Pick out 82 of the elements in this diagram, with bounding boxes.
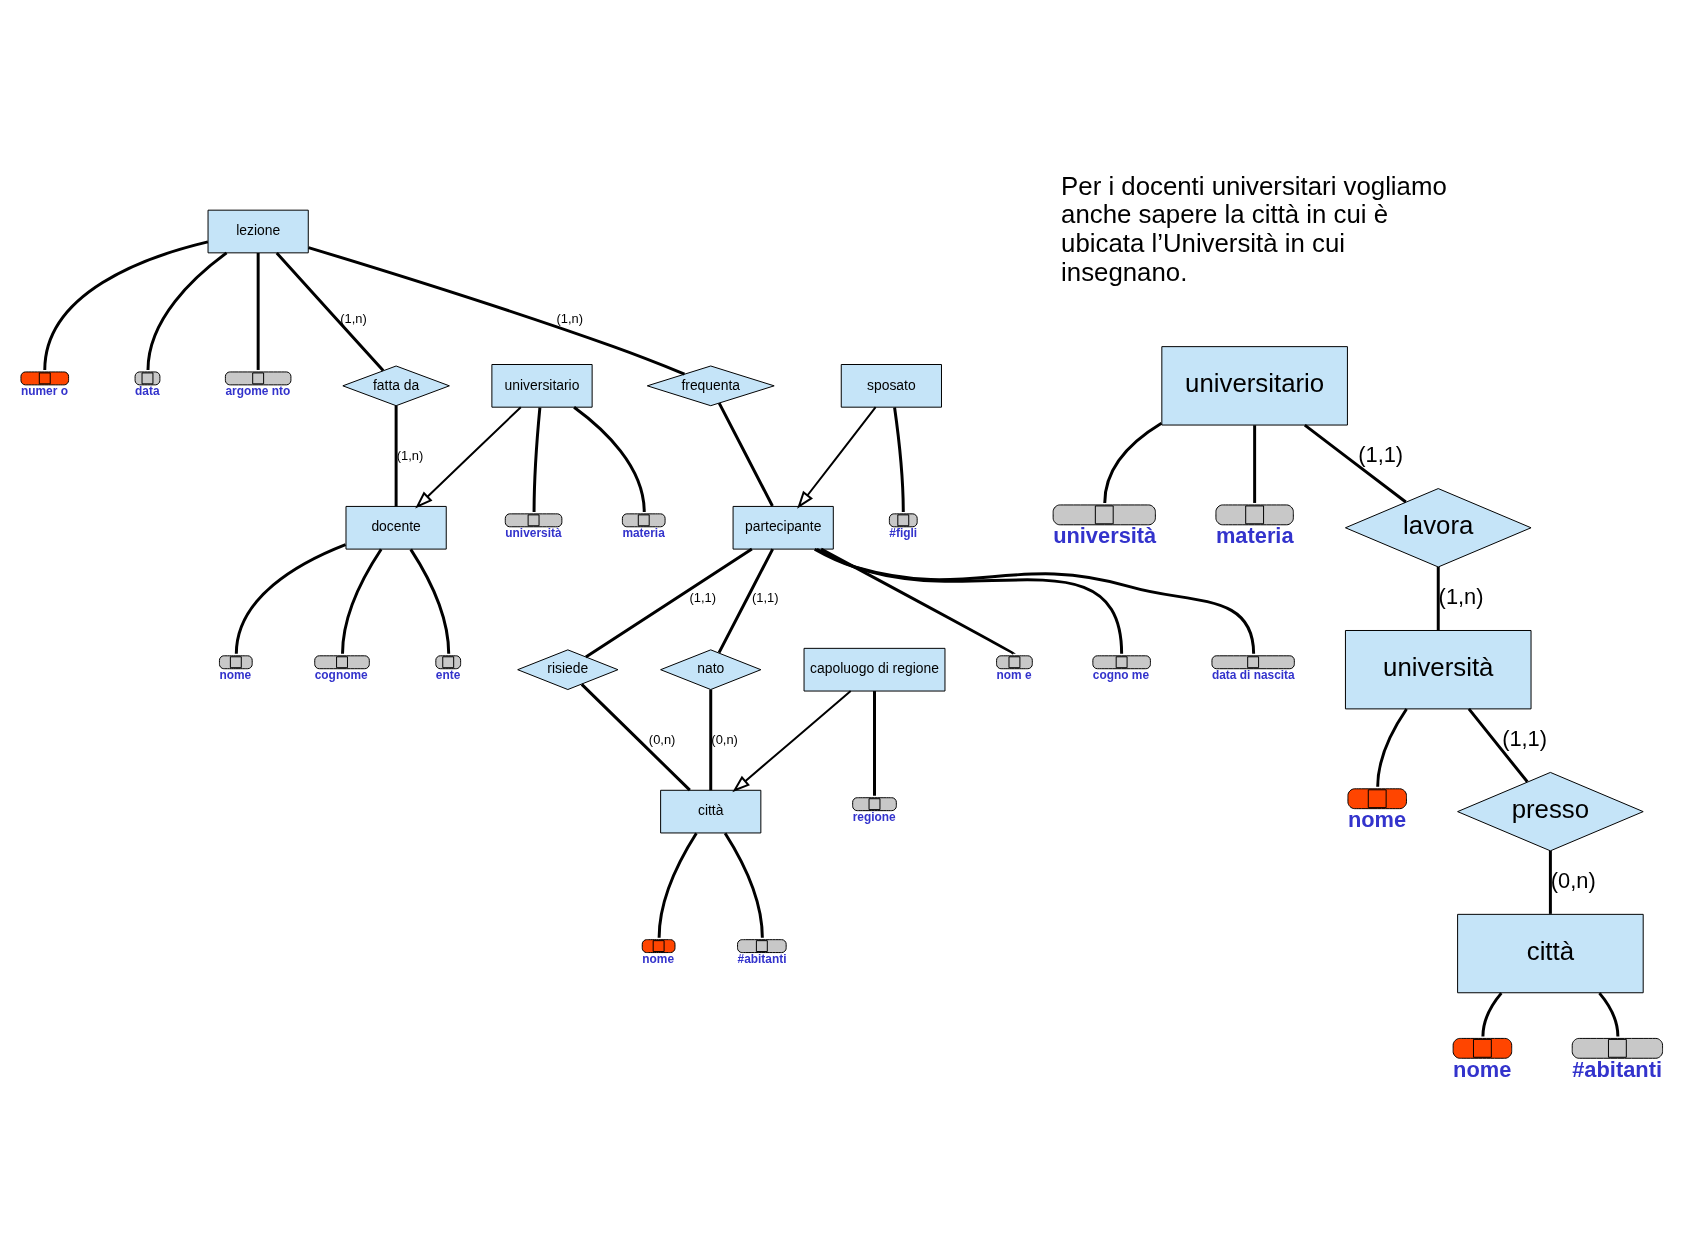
edge-label: (1,1) xyxy=(752,589,779,605)
connector xyxy=(409,548,451,654)
edge-label: (1,1) xyxy=(1502,725,1548,751)
connector xyxy=(717,401,774,507)
connector xyxy=(1303,423,1407,503)
connector xyxy=(341,548,383,654)
connector xyxy=(709,689,713,790)
connector xyxy=(580,682,691,791)
node-label: regione xyxy=(852,809,896,824)
label: Per i docenti universitari vogliamo anche sapere la città in cui è ubicata l’Università in cui insegnano. xyxy=(1061,171,1447,286)
connector xyxy=(820,547,1016,655)
node-box: università xyxy=(1344,629,1532,709)
node-label: università xyxy=(505,525,562,540)
connector xyxy=(723,831,764,938)
node-label: cogno me xyxy=(1092,667,1150,682)
node-diamond: risiede xyxy=(517,648,619,690)
connector xyxy=(657,831,698,938)
node-box: universitario xyxy=(491,363,593,408)
edge-label: (0,n) xyxy=(1550,867,1596,893)
edge-label: (0,n) xyxy=(711,731,738,747)
edge-label: (1,n) xyxy=(556,310,584,326)
connector xyxy=(1481,991,1503,1036)
node-label: #abitanti xyxy=(1572,1056,1662,1082)
node-label: #abitanti xyxy=(737,951,787,966)
edge-label: (0,n) xyxy=(648,731,676,747)
node-label: nome xyxy=(642,951,675,966)
node-label: università xyxy=(1053,522,1157,548)
node-diamond: nato xyxy=(660,648,762,690)
node-label: cognome xyxy=(314,667,368,682)
connector xyxy=(893,406,905,512)
edge-label: (1,1) xyxy=(1358,441,1404,467)
node-label: ente xyxy=(435,667,461,682)
node-diamond: frequenta xyxy=(646,365,775,406)
connector xyxy=(873,690,876,796)
connector xyxy=(573,405,646,512)
node-label: materia xyxy=(1215,522,1294,548)
node-box: città xyxy=(660,789,762,833)
node-label: numer o xyxy=(20,383,68,398)
connector xyxy=(1467,707,1529,783)
node-diamond: presso xyxy=(1457,771,1644,851)
node-box: docente xyxy=(345,505,447,550)
arrow xyxy=(797,405,877,509)
connector xyxy=(234,542,347,654)
node-diamond: fatta da xyxy=(342,365,450,406)
connector xyxy=(1376,707,1408,787)
node-box: città xyxy=(1457,913,1644,993)
node-label: nom e xyxy=(996,667,1032,682)
node-label: data di nascita xyxy=(1211,667,1295,682)
node-box: sposato xyxy=(840,363,942,408)
edge-label: (1,n) xyxy=(1438,583,1484,609)
edge-label: (1,n) xyxy=(340,310,367,326)
connector xyxy=(146,251,228,370)
edge-label: (1,1) xyxy=(689,589,717,605)
connector xyxy=(813,547,1256,654)
arrow xyxy=(732,689,852,792)
connector xyxy=(43,239,209,370)
connector xyxy=(816,547,1124,654)
node-box: universitario xyxy=(1161,345,1348,426)
connector xyxy=(1548,850,1552,914)
connector xyxy=(394,405,398,506)
connector xyxy=(717,547,774,653)
connector xyxy=(1436,566,1440,630)
node-box: partecipante xyxy=(732,505,834,550)
connector xyxy=(275,251,385,372)
node-label: nome xyxy=(219,667,252,682)
connector xyxy=(585,547,753,658)
node-label: argome nto xyxy=(225,383,291,398)
node-label: nome xyxy=(1453,1056,1512,1082)
connector xyxy=(1103,421,1163,503)
connector xyxy=(256,252,260,370)
node-label: #figli xyxy=(889,525,918,540)
connector xyxy=(532,406,542,512)
node-label: data xyxy=(135,383,160,398)
node-box: lezione xyxy=(207,209,309,253)
arrow xyxy=(415,405,522,508)
node-label: nome xyxy=(1347,806,1407,832)
connector xyxy=(1598,991,1620,1036)
connector xyxy=(1253,424,1257,503)
node-label: materia xyxy=(622,525,665,540)
node-box: capoluogo di regione xyxy=(803,647,946,692)
node-diamond: lavora xyxy=(1344,487,1532,567)
connector xyxy=(308,245,686,375)
